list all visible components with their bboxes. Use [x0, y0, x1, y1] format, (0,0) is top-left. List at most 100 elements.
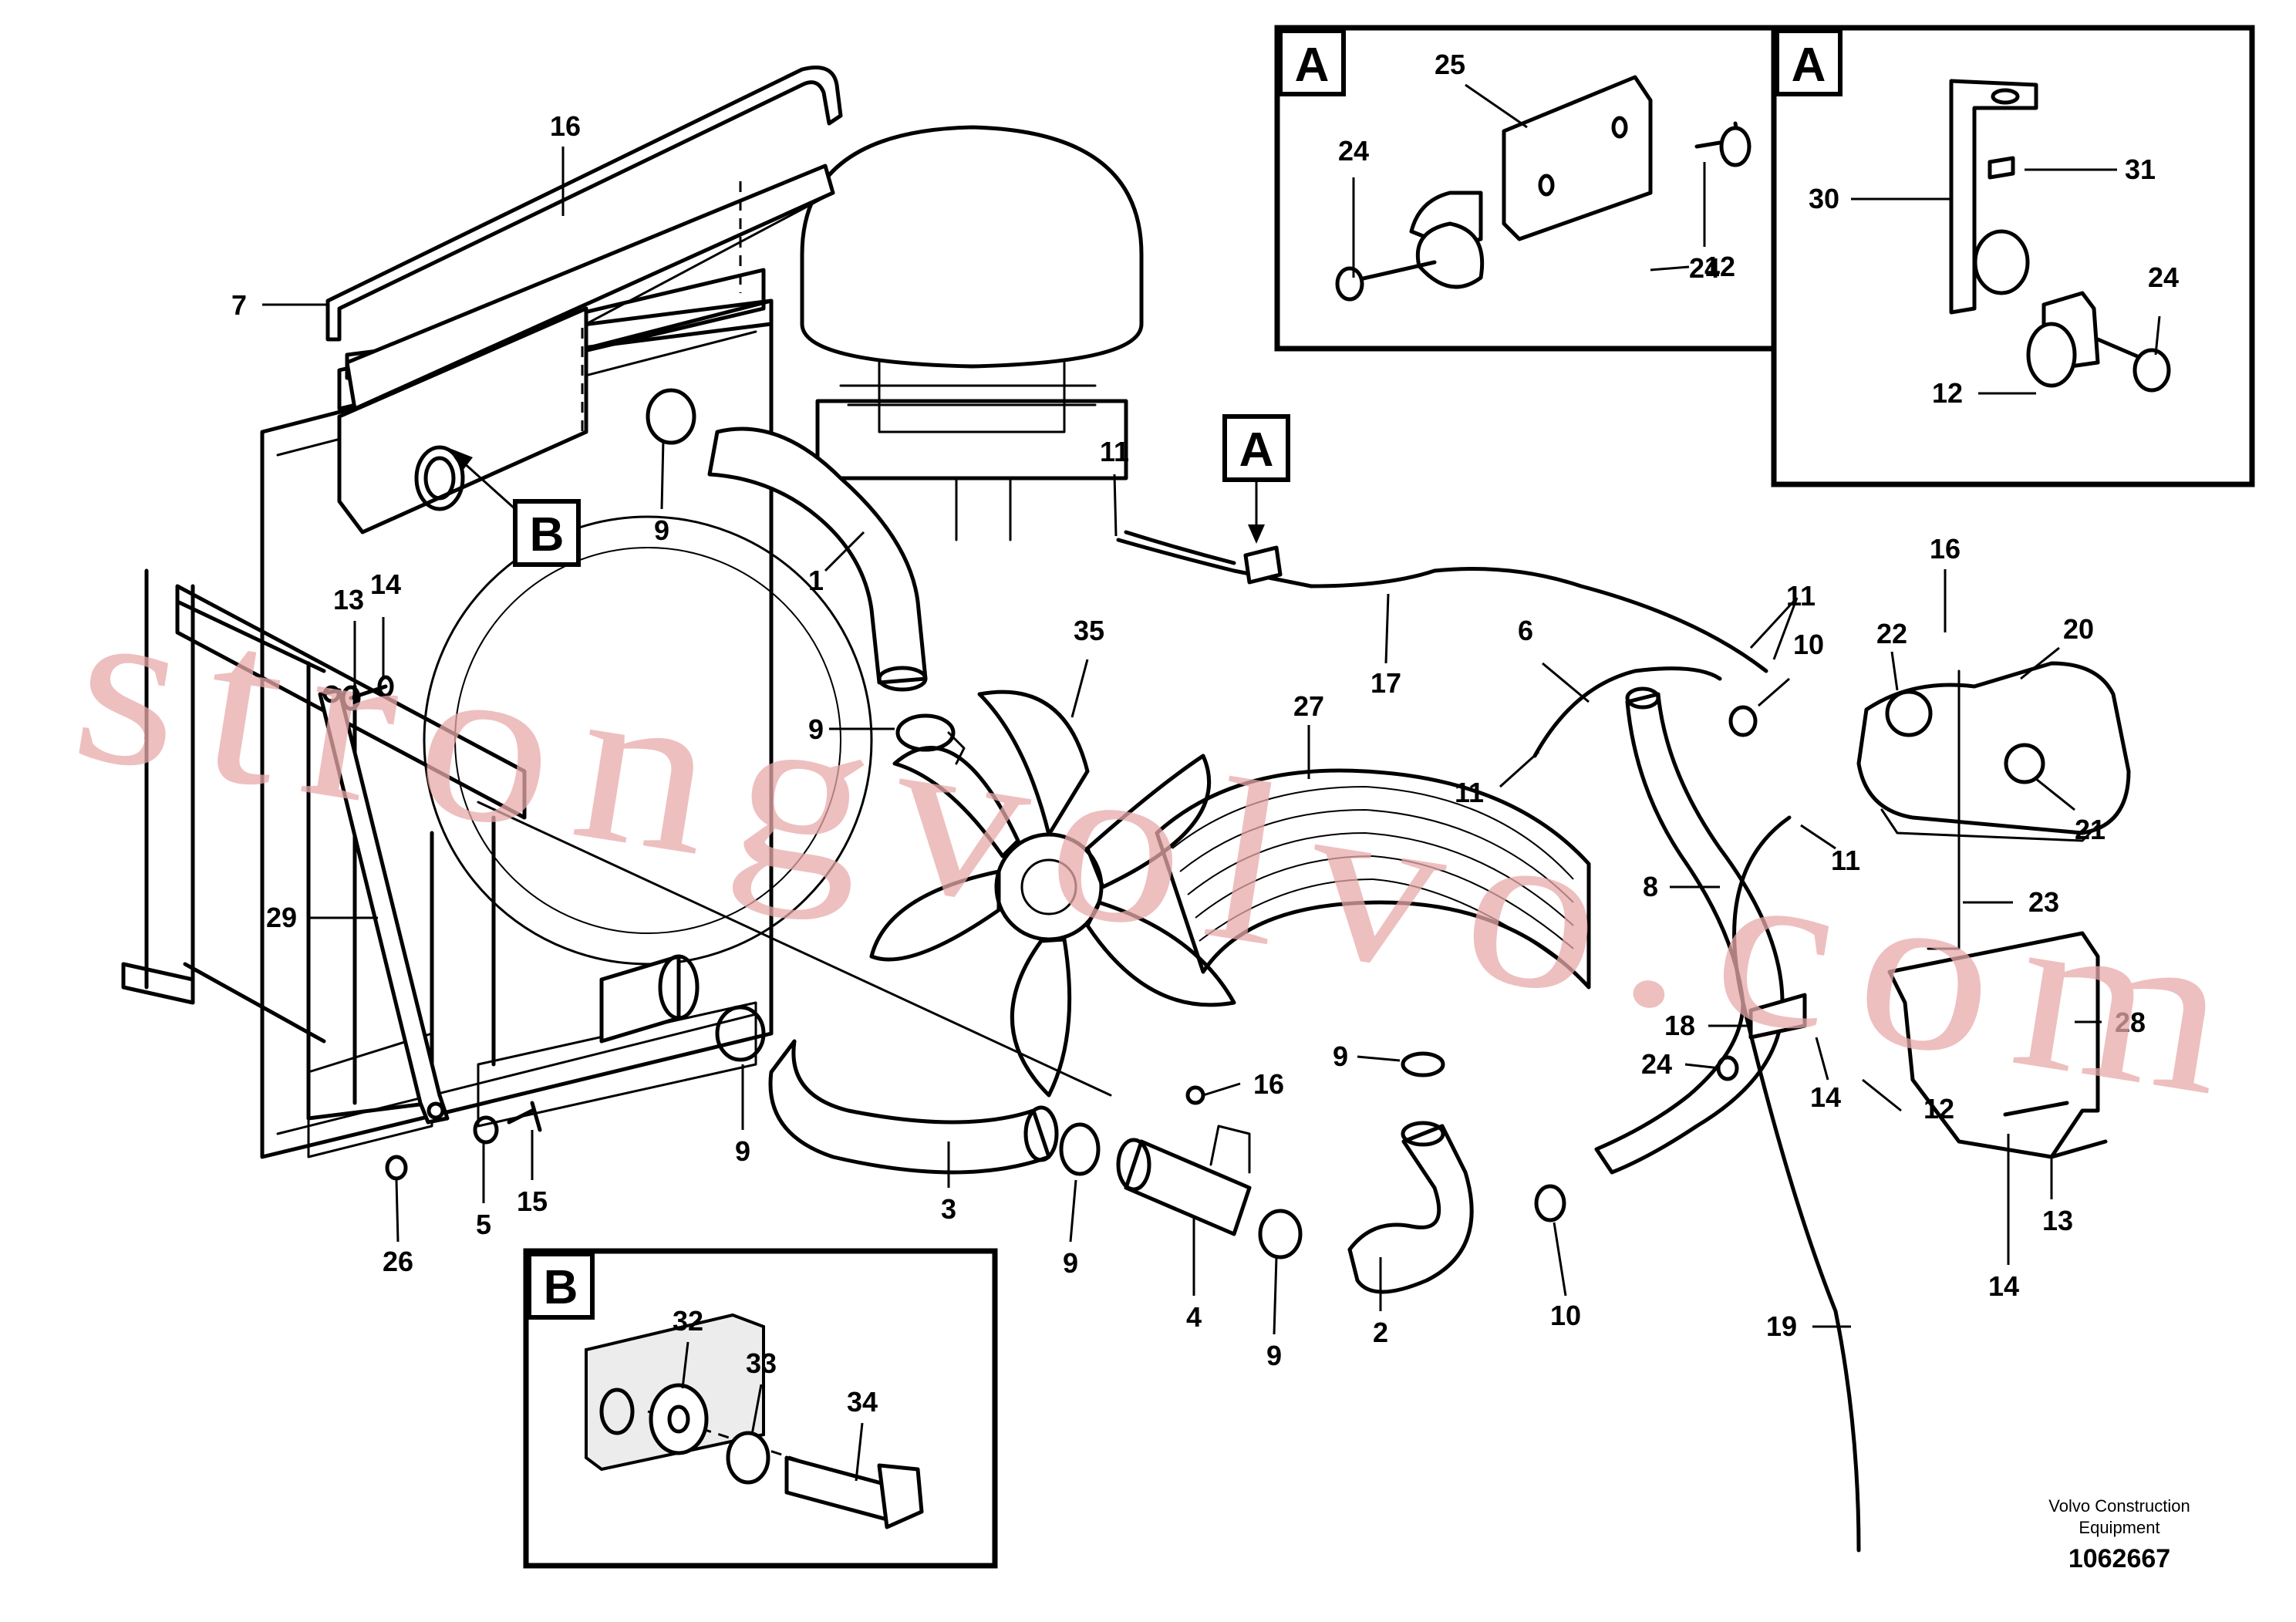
callout-10-a: 10: [1793, 629, 1824, 660]
hose-clamp-10-lower: [1534, 1184, 1566, 1222]
callout-9-b: 9: [808, 713, 824, 745]
bypass-hose: [1532, 666, 1722, 758]
callout-1: 1: [808, 565, 824, 596]
callout-12-c: 12: [1923, 1093, 1954, 1125]
callout-2: 2: [1373, 1317, 1388, 1348]
hose-clamp-middle: [1059, 1122, 1101, 1176]
callout-22: 22: [1876, 618, 1907, 649]
detail-a-right: A: [1771, 25, 2255, 487]
bracket-bolts-right: [2003, 1101, 2108, 1159]
overflow-drain-hose: [1732, 815, 1861, 1553]
callout-10-b: 10: [1550, 1300, 1581, 1331]
callout-14-c: 14: [1988, 1270, 2019, 1302]
detail-a-left-tag: A: [1295, 39, 1330, 92]
sensor-cable: [1927, 669, 1961, 950]
callout-27: 27: [1293, 690, 1324, 722]
tank-hose: [1594, 692, 1785, 1175]
callout-30: 30: [1809, 183, 1839, 214]
callout-6: 6: [1518, 615, 1533, 646]
tank-sensor: [2004, 743, 2045, 784]
callout-8: 8: [1643, 871, 1658, 902]
callout-16-b: 16: [1253, 1068, 1284, 1100]
callout-9-c: 9: [735, 1135, 750, 1167]
ref-tag-b-label: B: [530, 508, 565, 561]
detail-b-tag: B: [544, 1261, 578, 1314]
hose-clamp-lower-left: [715, 1005, 766, 1062]
callout-9-e: 9: [1266, 1340, 1282, 1371]
callout-18: 18: [1664, 1010, 1695, 1041]
fan-guard-bolt: [1185, 1085, 1205, 1105]
callout-11-a: 11: [1100, 436, 1129, 467]
callout-28: 28: [2115, 1007, 2146, 1038]
cooling-fan: [869, 690, 1236, 1098]
hose-clamp-lower-right: [1258, 1209, 1303, 1259]
callout-25: 25: [1435, 49, 1465, 80]
callout-23: 23: [2028, 886, 2059, 918]
callout-24-b: 24: [1689, 252, 1720, 284]
callout-20: 20: [2063, 613, 2094, 645]
callout-13-b: 13: [2042, 1205, 2073, 1236]
connecting-pipe: [1124, 1139, 1252, 1236]
callout-14-b: 14: [1810, 1081, 1841, 1113]
air-cleaner: [800, 125, 1144, 541]
callout-9-a: 9: [654, 514, 669, 546]
upper-radiator-hose: [707, 427, 928, 685]
radiator-outlet: [599, 954, 681, 1044]
frame-bolts: [341, 675, 542, 1181]
ref-tag-b: B: [447, 447, 581, 567]
bracket-a: [1243, 545, 1283, 585]
callout-11-d: 11: [1831, 845, 1860, 876]
callout-32: 32: [673, 1305, 703, 1337]
callout-5: 5: [476, 1209, 491, 1240]
callout-24-d: 24: [1641, 1048, 1672, 1080]
document-number: 1062667: [2068, 1544, 2170, 1573]
callout-16-a: 16: [550, 110, 581, 142]
lower-radiator-hose: [768, 1039, 1051, 1175]
tie-rod: [477, 801, 1112, 1097]
callout-12-b: 12: [1932, 377, 1963, 409]
callout-11-c: 11: [1786, 580, 1816, 612]
overflow-hose: [1116, 538, 1768, 673]
callout-12-a: 12: [1704, 251, 1735, 282]
callout-16-c: 16: [1930, 533, 1961, 565]
callout-24-c: 24: [2148, 261, 2179, 293]
detail-a-right-tag: A: [1792, 39, 1826, 92]
callout-33: 33: [746, 1347, 777, 1379]
callout-29: 29: [266, 902, 297, 933]
brand-line-2: Equipment: [2079, 1518, 2159, 1537]
callout-26: 26: [383, 1246, 413, 1277]
callout-31: 31: [2125, 153, 2156, 185]
callout-15: 15: [517, 1185, 548, 1217]
callout-9-f: 9: [1333, 1040, 1348, 1072]
callout-11-b: 11: [1455, 777, 1484, 808]
radiator-support-frame: [121, 568, 527, 1121]
top-seal-strip: [325, 66, 843, 342]
fan-guard: [1155, 768, 1591, 990]
callout-4: 4: [1186, 1301, 1202, 1333]
callout-7: 7: [231, 289, 247, 321]
callout-13-a: 13: [333, 584, 364, 615]
ref-tag-a: A: [1222, 414, 1290, 544]
top-shroud-plate: [337, 164, 835, 534]
tank-bracket: [1887, 931, 2100, 1159]
tank-cap: [1885, 690, 1933, 737]
leader-lines: [262, 83, 2161, 1482]
ref-tag-a-label: A: [1239, 423, 1274, 477]
callout-9-d: 9: [1063, 1247, 1078, 1279]
watermark: strongvolvo.com: [59, 551, 2271, 1148]
hose-clamp-10-upper: [1728, 705, 1758, 737]
callout-21: 21: [2075, 814, 2106, 845]
detail-a-left: A: [1274, 25, 1777, 352]
callout-24-a: 24: [1338, 135, 1369, 167]
callout-numbers: 1 2 3 4 5 6 7 8 9 9 9 9 9 9 10 10 11 11 …: [231, 49, 2179, 1418]
callout-19: 19: [1766, 1310, 1797, 1342]
callout-14-a: 14: [370, 568, 401, 600]
callout-3: 3: [941, 1193, 956, 1225]
callout-35: 35: [1074, 615, 1104, 646]
brand-line-1: Volvo Construction: [2048, 1496, 2190, 1516]
hose-bracket-18: [1748, 993, 1807, 1040]
main-assembly: [121, 66, 2131, 1553]
callout-17: 17: [1371, 667, 1401, 699]
lower-hose-to-pump: [1347, 1124, 1474, 1294]
